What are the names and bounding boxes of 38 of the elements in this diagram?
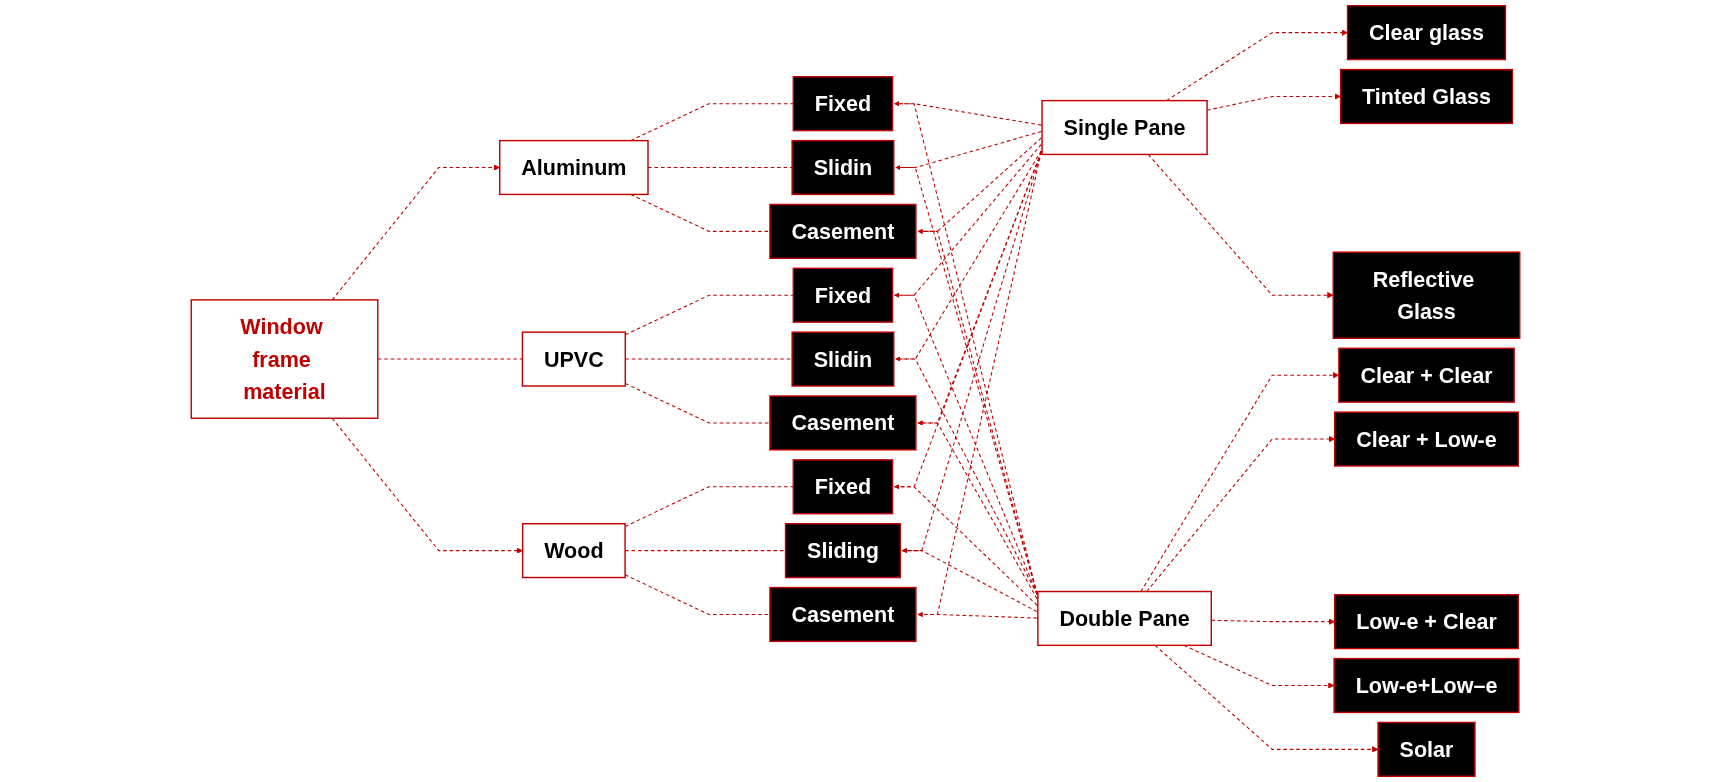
- node-box: Fixed: [792, 267, 894, 323]
- arrow: [894, 292, 1038, 595]
- node-box: Fixed: [792, 459, 894, 515]
- arrow: [1147, 153, 1334, 299]
- node-box: Aluminum: [499, 139, 649, 196]
- node-box: Slidin: [791, 139, 895, 196]
- node-box: Clear + Clear: [1338, 347, 1515, 403]
- node-box: Casement: [769, 203, 917, 259]
- arrow: [1146, 435, 1335, 593]
- node-box: Casement: [769, 395, 917, 451]
- arrow: [895, 356, 1038, 595]
- node-box: Low-e + Clear: [1334, 594, 1519, 650]
- connector: [624, 486, 794, 527]
- arrow: [331, 164, 500, 301]
- node-box: Double Pane: [1037, 590, 1212, 647]
- node-box: Wood: [521, 523, 626, 579]
- node-box: UPVC: [521, 331, 626, 387]
- arrow: [1183, 644, 1335, 689]
- connector: [624, 294, 794, 336]
- arrow: [1154, 644, 1379, 753]
- node-box: Low-e+Low–e: [1333, 657, 1520, 714]
- arrow: [331, 417, 523, 554]
- node-box: Casement: [769, 586, 917, 643]
- node-box: Tinted Glass: [1339, 68, 1514, 125]
- node-box: Fixed: [792, 76, 894, 132]
- node-box: Single Pane: [1041, 99, 1208, 156]
- node-box: Sliding: [784, 523, 902, 579]
- arrow: [901, 548, 1038, 613]
- node-box: Reflective Glass: [1332, 251, 1521, 339]
- node-box: Clear glass: [1346, 5, 1507, 61]
- arrow: [917, 151, 1042, 617]
- node-box: Clear + Low-e: [1334, 411, 1519, 467]
- node-box: Slidin: [791, 331, 895, 387]
- arrow: [1165, 29, 1348, 102]
- node-box: Window frame material: [190, 299, 379, 419]
- arrow: [917, 611, 1038, 619]
- arrow: [894, 484, 1038, 606]
- node-box: Solar: [1377, 721, 1476, 777]
